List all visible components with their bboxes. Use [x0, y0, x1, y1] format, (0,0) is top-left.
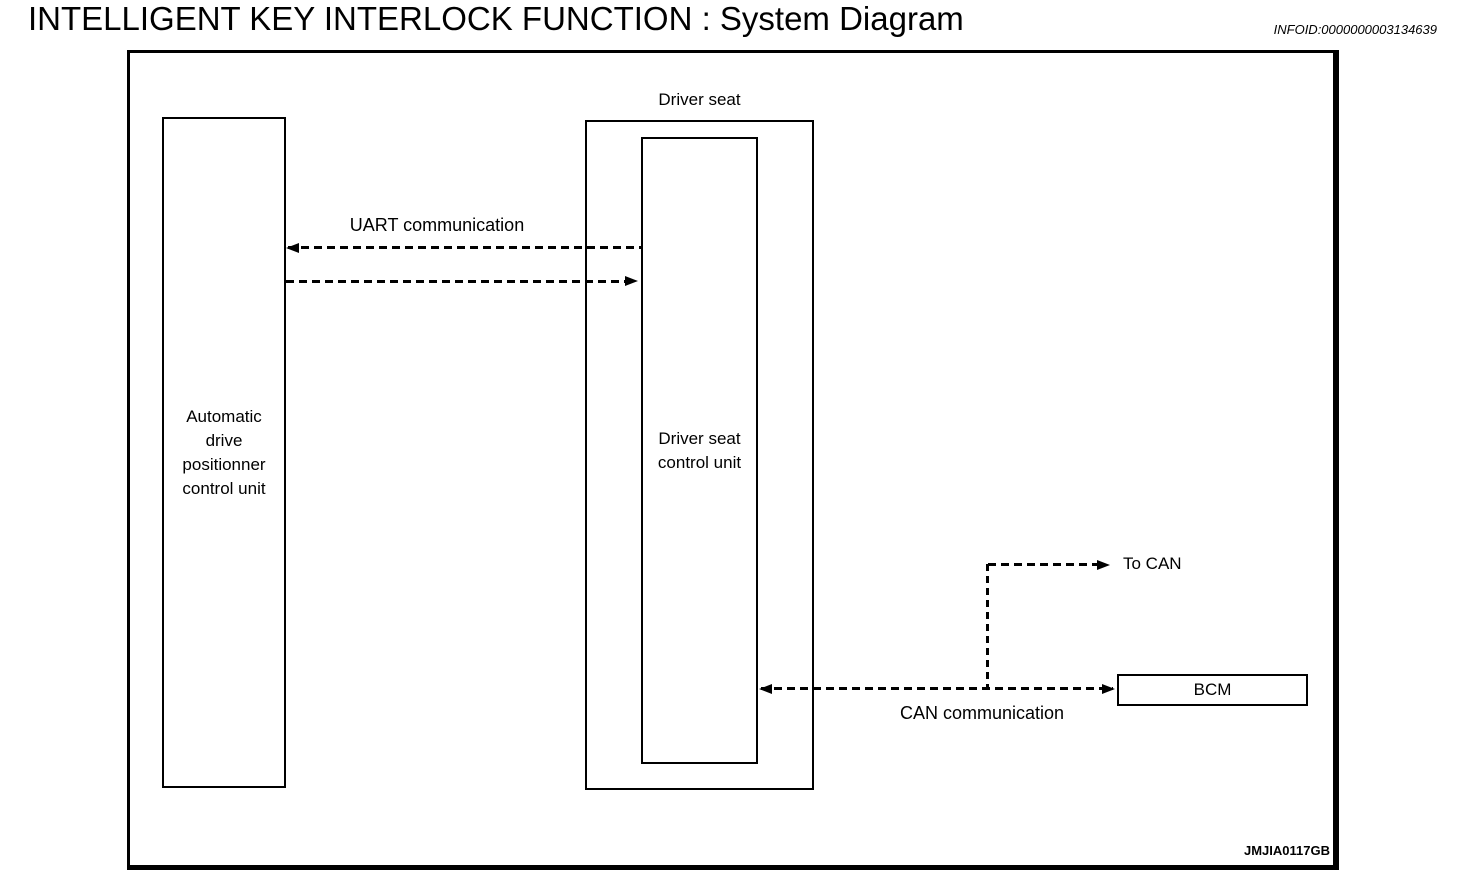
can-communication-label: CAN communication: [899, 703, 1065, 723]
infoid-label: INFOID:0000000003134639: [1273, 22, 1437, 37]
adp-control-unit-label: Automatic drive positionner control unit: [182, 406, 266, 498]
uart-arrow-right-icon: [625, 276, 638, 286]
figure-code: JMJIA0117GB: [1244, 843, 1330, 858]
driver-seat-control-unit-box: Driver seat control unit: [641, 137, 758, 764]
can-arrow-right-icon: [1102, 684, 1115, 694]
driver-seat-control-unit-label: Driver seat control unit: [657, 428, 742, 472]
to-can-arrow-icon: [1097, 560, 1110, 570]
uart-line-to-adp: [288, 246, 641, 249]
adp-control-unit-box: Automatic drive positionner control unit: [162, 117, 286, 788]
bcm-label: BCM: [1193, 680, 1232, 699]
can-communication-line: [761, 687, 1113, 690]
uart-line-to-dscu: [286, 280, 635, 283]
driver-seat-group-label: Driver seat: [658, 90, 741, 109]
uart-arrow-left-icon: [286, 243, 299, 253]
page-title: INTELLIGENT KEY INTERLOCK FUNCTION : Sys…: [28, 0, 964, 37]
can-branch-horizontal-line: [988, 563, 1098, 566]
can-arrow-left-icon: [759, 684, 772, 694]
can-branch-vertical-line: [986, 564, 989, 690]
bcm-box: BCM: [1117, 674, 1308, 706]
to-can-label: To CAN: [1123, 554, 1182, 573]
uart-communication-label: UART communication: [349, 215, 525, 235]
